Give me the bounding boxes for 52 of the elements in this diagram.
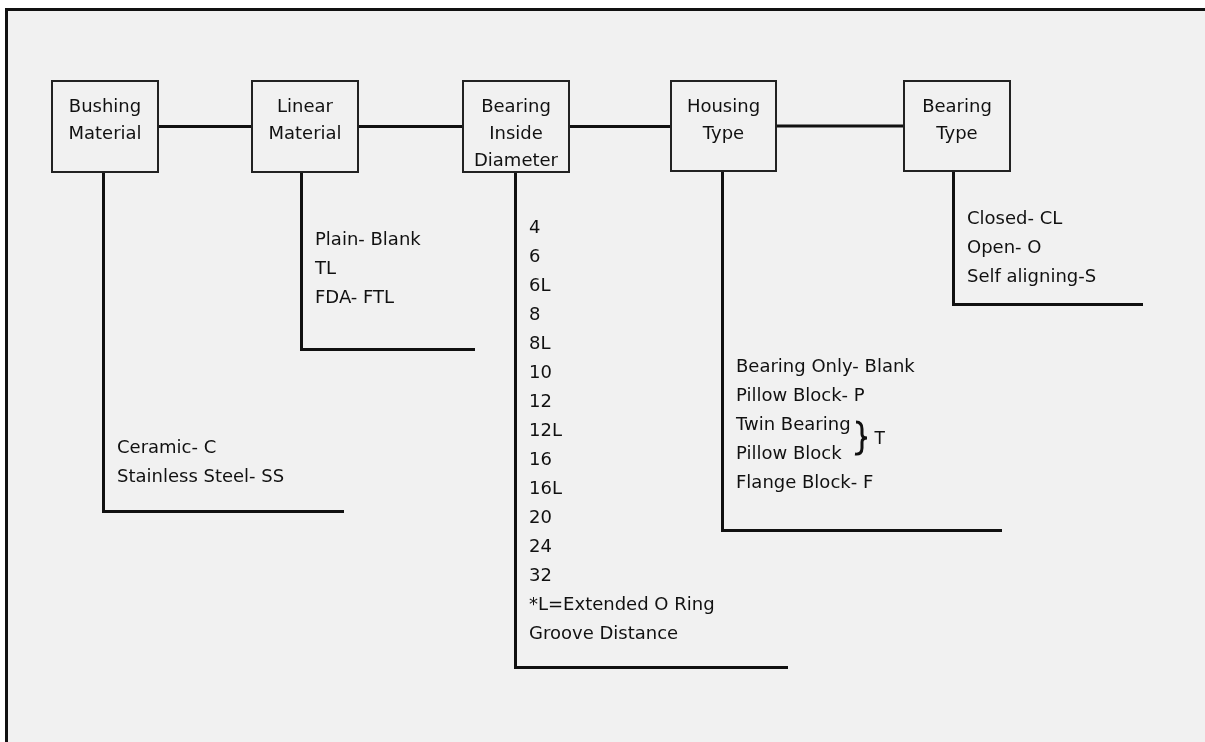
option-text: 4	[529, 215, 542, 239]
bracket-line	[721, 351, 1002, 532]
box-label: Bearing Type	[921, 94, 993, 145]
option-text: 16	[529, 447, 553, 471]
option-text: Stainless Steel- SS	[117, 464, 285, 488]
option-text: Self aligning-S	[967, 264, 1097, 288]
box-label: Housing Type	[685, 94, 762, 145]
option-text: Flange Block- F	[736, 470, 874, 494]
option-text: Open- O	[967, 235, 1042, 259]
option-text: Pillow Block- P	[736, 383, 865, 407]
connector-line	[159, 125, 251, 128]
category-box	[462, 80, 570, 173]
option-code: T	[874, 426, 885, 450]
option-text: 12L	[529, 418, 563, 442]
option-text: 6	[529, 244, 542, 268]
option-text: 32	[529, 563, 553, 587]
bracket-line	[102, 432, 344, 513]
option-text: TL	[315, 256, 337, 280]
box-label: Linear Material	[267, 94, 343, 145]
bracket-line	[952, 203, 1143, 306]
option-text: 24	[529, 534, 553, 558]
option-text: 6L	[529, 273, 552, 297]
option-text: Twin Bearing	[736, 412, 851, 436]
option-text: Pillow Block	[736, 441, 842, 465]
option-text: *L=Extended O Ring Groove Distance	[529, 592, 716, 645]
bracket-line	[300, 224, 475, 351]
category-box	[903, 80, 1011, 172]
option-text: Closed- CL	[967, 206, 1063, 230]
box-label: Bushing Material	[67, 94, 143, 145]
option-text: 12	[529, 389, 553, 413]
category-box	[51, 80, 159, 173]
option-text: Plain- Blank	[315, 227, 421, 251]
connector-line	[721, 172, 724, 351]
connector-line	[570, 125, 670, 128]
option-text: Bearing Only- Blank	[736, 354, 915, 378]
connector-line	[777, 124, 903, 128]
bracket-line	[514, 212, 718, 669]
connector-line	[300, 173, 303, 224]
option-text: 8	[529, 302, 542, 326]
connector-line	[102, 173, 105, 432]
category-box	[670, 80, 777, 172]
connector-line	[514, 173, 517, 212]
option-text: FDA- FTL	[315, 285, 395, 309]
option-text: 10	[529, 360, 553, 384]
box-label: Bearing Inside Diameter	[472, 94, 559, 172]
option-text: 8L	[529, 331, 552, 355]
option-text: 16L	[529, 476, 563, 500]
connector-line	[359, 125, 462, 128]
option-text: Ceramic- C	[117, 435, 217, 459]
connector-line	[952, 172, 955, 203]
category-box	[251, 80, 359, 173]
option-text: 20	[529, 505, 553, 529]
